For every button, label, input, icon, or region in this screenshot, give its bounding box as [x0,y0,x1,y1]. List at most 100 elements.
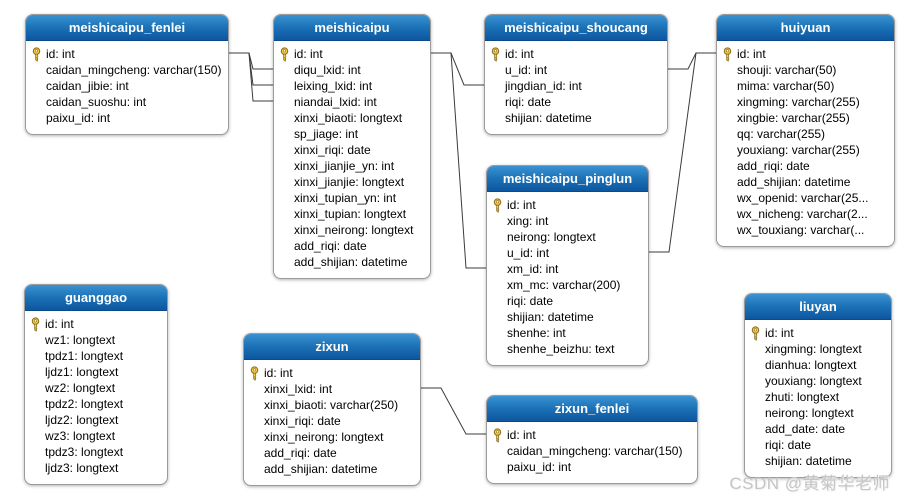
field-label: wx_nicheng: varchar(2... [737,207,868,221]
field-label: id: int [46,47,75,61]
field-row: xinxi_jianjie: longtext [274,174,430,190]
field-row: id: int [485,46,667,62]
field-label: add_date: date [765,422,846,436]
field-label: xinxi_tupian_yn: int [294,191,397,205]
field-label: id: int [765,326,794,340]
field-label: u_id: int [505,63,548,77]
field-label: shenhe_beizhu: text [507,342,615,356]
table-title[interactable]: liuyan [745,294,891,320]
field-row: tpdz2: longtext [25,396,167,412]
field-label: xingming: longtext [765,342,862,356]
field-row: shenhe_beizhu: text [487,341,648,357]
table-title[interactable]: meishicaipu [274,15,430,41]
field-row: add_riqi: date [244,445,420,461]
field-label: u_id: int [507,246,550,260]
field-row: ljdz3: longtext [25,460,167,476]
primary-key-icon [250,366,259,381]
field-label: caidan_mingcheng: varchar(150) [46,63,222,77]
field-label: riqi: date [505,95,552,109]
field-row: id: int [487,197,648,213]
field-label: wz2: longtext [45,381,116,395]
field-label: youxiang: varchar(255) [737,143,860,157]
field-row: id: int [25,316,167,332]
field-row: xinxi_tupian: longtext [274,206,430,222]
field-label: xinxi_tupian: longtext [294,207,407,221]
field-row: xinxi_biaoti: longtext [274,110,430,126]
field-label: youxiang: longtext [765,374,862,388]
field-label: leixing_lxid: int [294,79,373,93]
field-row: add_shijian: datetime [244,461,420,477]
field-row: neirong: longtext [487,229,648,245]
table-meishicaipu-fenlei[interactable]: meishicaipu_fenlei id: int caidan_mingche… [25,14,229,135]
table-title[interactable]: zixun_fenlei [487,396,697,422]
primary-key-icon [723,47,732,62]
field-label: id: int [505,47,534,61]
field-label: ljdz3: longtext [45,461,119,475]
field-row: xinxi_jianjie_yn: int [274,158,430,174]
field-row: wx_nicheng: varchar(2... [717,206,894,222]
field-label: niandai_lxid: int [294,95,377,109]
field-row: dianhua: longtext [745,357,891,373]
field-row: xinxi_biaoti: varchar(250) [244,397,420,413]
relationship-line [668,52,716,70]
table-title[interactable]: guanggao [25,285,167,311]
field-label: ljdz2: longtext [45,413,119,427]
field-label: sp_jiage: int [294,127,359,141]
field-label: riqi: date [765,438,812,452]
field-row: wz2: longtext [25,380,167,396]
primary-key-icon [31,317,40,332]
watermark-text: CSDN @黄菊华老师 [729,474,890,493]
field-row: add_date: date [745,421,891,437]
primary-key-icon [491,47,500,62]
field-row: id: int [274,46,430,62]
field-label: wx_touxiang: varchar(... [737,223,865,237]
field-label: add_riqi: date [264,446,337,460]
field-row: leixing_lxid: int [274,78,430,94]
field-row: xm_id: int [487,261,648,277]
field-row: xinxi_riqi: date [244,413,420,429]
field-label: ljdz1: longtext [45,365,119,379]
field-label: neirong: longtext [765,406,854,420]
field-row: u_id: int [485,62,667,78]
field-row: riqi: date [487,293,648,309]
field-label: tpdz3: longtext [45,445,124,459]
relationship-line [431,52,486,269]
field-label: xinxi_riqi: date [264,414,341,428]
table-title[interactable]: meishicaipu_fenlei [26,15,228,41]
field-row: xm_mc: varchar(200) [487,277,648,293]
relationship-line [229,52,273,70]
table-title[interactable]: meishicaipu_pinglun [487,166,648,192]
field-label: qq: varchar(255) [737,127,826,141]
field-label: xinxi_neirong: longtext [264,430,384,444]
field-label: shijian: datetime [505,111,592,125]
field-row: xinxi_tupian_yn: int [274,190,430,206]
field-label: wz1: longtext [45,333,116,347]
field-row: id: int [487,427,697,443]
relationship-line [229,52,273,86]
field-label: xm_id: int [507,262,559,276]
table-title[interactable]: huiyuan [717,15,894,41]
field-row: add_shijian: datetime [274,254,430,270]
field-row: diqu_lxid: int [274,62,430,78]
field-row: add_shijian: datetime [717,174,894,190]
table-title[interactable]: zixun [244,334,420,360]
relationship-line [431,52,484,86]
field-label: riqi: date [507,294,554,308]
table-title[interactable]: meishicaipu_shoucang [485,15,667,41]
field-row: shijian: datetime [485,110,667,126]
field-label: shijian: datetime [507,310,594,324]
